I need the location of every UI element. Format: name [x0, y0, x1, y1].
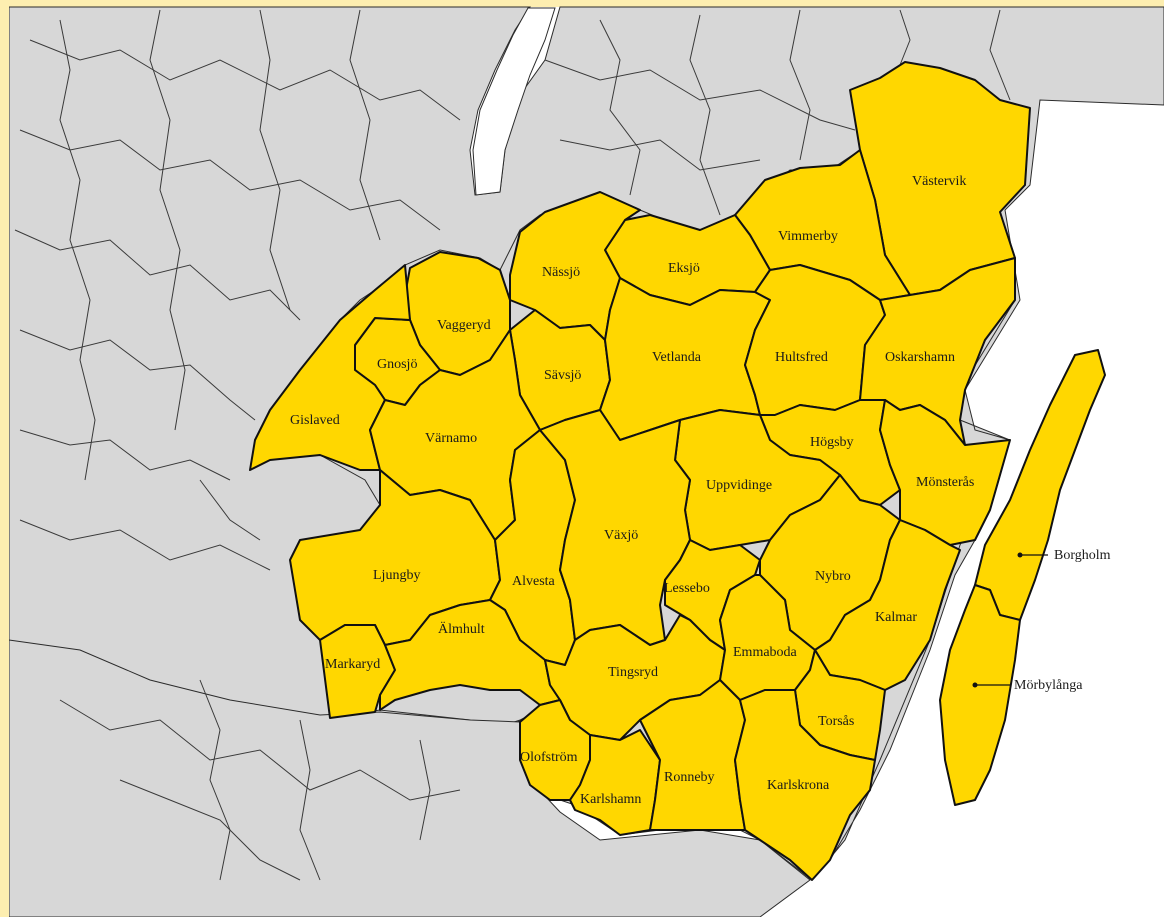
- label-tingsryd: Tingsryd: [608, 665, 658, 680]
- label-markaryd: Markaryd: [325, 657, 380, 672]
- label-kalmar: Kalmar: [875, 610, 917, 625]
- municipality-karlskrona[interactable]: [734, 689, 876, 881]
- label-torsas: Torsås: [818, 714, 854, 729]
- label-morbylanga: Mörbylånga: [1014, 678, 1083, 693]
- label-vetlanda: Vetlanda: [652, 350, 702, 365]
- label-savsjo: Sävsjö: [544, 368, 581, 383]
- label-uppvidinge: Uppvidinge: [706, 478, 772, 493]
- label-ronneby: Ronneby: [664, 770, 715, 785]
- label-olofstrom: Olofström: [520, 750, 578, 765]
- label-hultsfred: Hultsfred: [775, 350, 828, 365]
- top-frame-strip: [0, 0, 1164, 7]
- label-vimmerby: Vimmerby: [778, 229, 838, 244]
- municipality-monsteras[interactable]: [879, 399, 1011, 546]
- label-karlskrona: Karlskrona: [767, 778, 830, 793]
- label-gislaved: Gislaved: [290, 413, 340, 428]
- label-nassjo: Nässjö: [542, 265, 580, 280]
- municipality-gislaved[interactable]: [249, 264, 411, 471]
- label-oskarshamn: Oskarshamn: [885, 350, 955, 365]
- neighbouring-borders: [14, 9, 1011, 881]
- label-vastervik: Västervik: [912, 174, 966, 189]
- label-lessebo: Lessebo: [664, 581, 710, 596]
- lake: [472, 7, 556, 196]
- municipality-oskarshamn[interactable]: [859, 257, 1016, 446]
- label-eksjo: Eksjö: [668, 261, 700, 276]
- borgholm-dot: [1017, 552, 1023, 558]
- label-emmaboda: Emmaboda: [733, 645, 798, 660]
- label-ljungby: Ljungby: [373, 568, 420, 583]
- highlighted-region: [249, 61, 1106, 881]
- label-borgholm: Borgholm: [1054, 548, 1111, 563]
- label-hogsby: Högsby: [810, 435, 854, 450]
- label-monsteras: Mönsterås: [916, 475, 974, 490]
- label-karlshamn: Karlshamn: [580, 792, 641, 807]
- label-nybro: Nybro: [815, 569, 851, 584]
- municipality-karlshamn[interactable]: [569, 729, 661, 836]
- label-gnosjo: Gnosjö: [377, 357, 417, 372]
- municipality-vaxjo[interactable]: [539, 409, 691, 646]
- label-vaggeryd: Vaggeryd: [437, 318, 491, 333]
- label-vaxjo: Växjö: [604, 528, 638, 543]
- morbylanga-dot: [972, 682, 978, 688]
- label-almhult: Älmhult: [438, 620, 485, 637]
- label-alvesta: Alvesta: [512, 574, 556, 589]
- municipality-labels: Västervik Vimmerby Eksjö Nässjö Vaggeryd…: [290, 174, 1111, 807]
- left-frame-strip: [0, 0, 9, 917]
- label-varnamo: Värnamo: [425, 431, 477, 446]
- municipality-morbylanga[interactable]: [939, 584, 1021, 806]
